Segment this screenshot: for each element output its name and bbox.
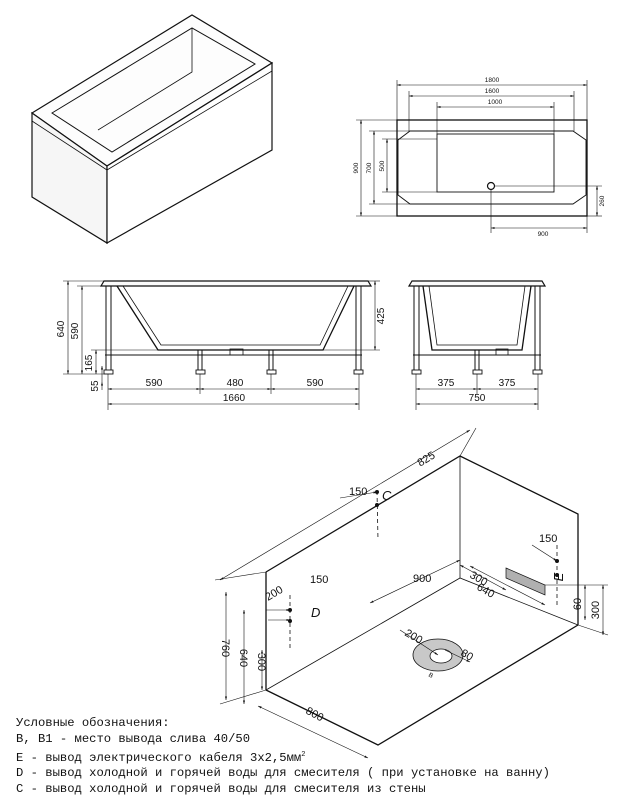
cable-outlet xyxy=(505,567,546,596)
dim-500: 500 xyxy=(379,160,386,171)
dim-1600: 1600 xyxy=(485,88,500,95)
front-view: 640 590 165 55 425 590 480 590 1660 xyxy=(56,280,387,410)
label-e: E xyxy=(551,572,566,581)
installation-niche-view: 825 150 C 150 E 200 150 D 900 300 640 20… xyxy=(214,427,609,759)
legend-item-c: C - вывод холодной и горячей воды для см… xyxy=(16,782,426,797)
dim-750: 750 xyxy=(469,393,486,404)
top-view: 1800 1600 1000 900 700 500 260 900 xyxy=(353,77,606,238)
legend-item-e: E - вывод электрического кабеля 3х2,5мм2 xyxy=(16,748,616,767)
dim-e-60: 60 xyxy=(572,598,584,610)
dim-375-left: 375 xyxy=(438,378,455,389)
dim-e-150: 150 xyxy=(539,533,557,545)
dim-425: 425 xyxy=(376,307,387,324)
dim-1000: 1000 xyxy=(488,99,503,106)
dim-590-left: 590 xyxy=(146,378,163,389)
dim-640: 640 xyxy=(56,320,67,337)
dim-825: 825 xyxy=(415,450,437,470)
legend-item-d: D - вывод холодной и горячей воды для см… xyxy=(16,766,550,781)
legend-item-e-superscript: 2 xyxy=(301,750,306,759)
dim-375-right: 375 xyxy=(499,378,516,389)
legend-item-e-text: E - вывод электрического кабеля 3х2,5мм xyxy=(16,750,302,765)
dim-1660: 1660 xyxy=(223,393,246,404)
label-d: D xyxy=(311,605,320,620)
legend-item-b: B, B1 - место вывода слива 40/50 xyxy=(16,731,251,746)
dim-260: 260 xyxy=(599,195,606,206)
label-b: B xyxy=(427,672,434,680)
dim-640-niche: 640 xyxy=(237,649,249,667)
dim-d-150: 150 xyxy=(310,574,328,586)
side-view: 375 375 750 xyxy=(407,280,547,410)
dim-165: 165 xyxy=(84,354,95,371)
dim-480: 480 xyxy=(227,378,244,389)
dim-700: 700 xyxy=(366,162,373,173)
dim-55: 55 xyxy=(90,380,101,392)
dim-floor-640: 640 xyxy=(475,581,497,601)
dim-590-right: 590 xyxy=(307,378,324,389)
dim-300-niche: 300 xyxy=(255,653,267,671)
dim-floor-900: 900 xyxy=(413,573,431,585)
dim-760: 760 xyxy=(219,639,231,657)
dim-drain-80: 80 xyxy=(459,647,476,664)
dim-c-150: 150 xyxy=(349,486,367,498)
technical-drawing: 1800 1600 1000 900 700 500 260 900 xyxy=(30,14,609,759)
legend-title: Условные обозначения: xyxy=(16,716,170,730)
legend: Условные обозначения: B, B1 - место выво… xyxy=(16,716,616,798)
dim-900-drain: 900 xyxy=(538,231,549,238)
bathtub-isometric-view xyxy=(30,14,274,245)
label-c: C xyxy=(382,488,392,503)
dim-e-300: 300 xyxy=(590,601,602,619)
dim-900-height: 900 xyxy=(353,162,360,173)
dim-d-200: 200 xyxy=(263,584,285,604)
dim-1800: 1800 xyxy=(485,77,500,84)
dim-590: 590 xyxy=(70,322,81,339)
